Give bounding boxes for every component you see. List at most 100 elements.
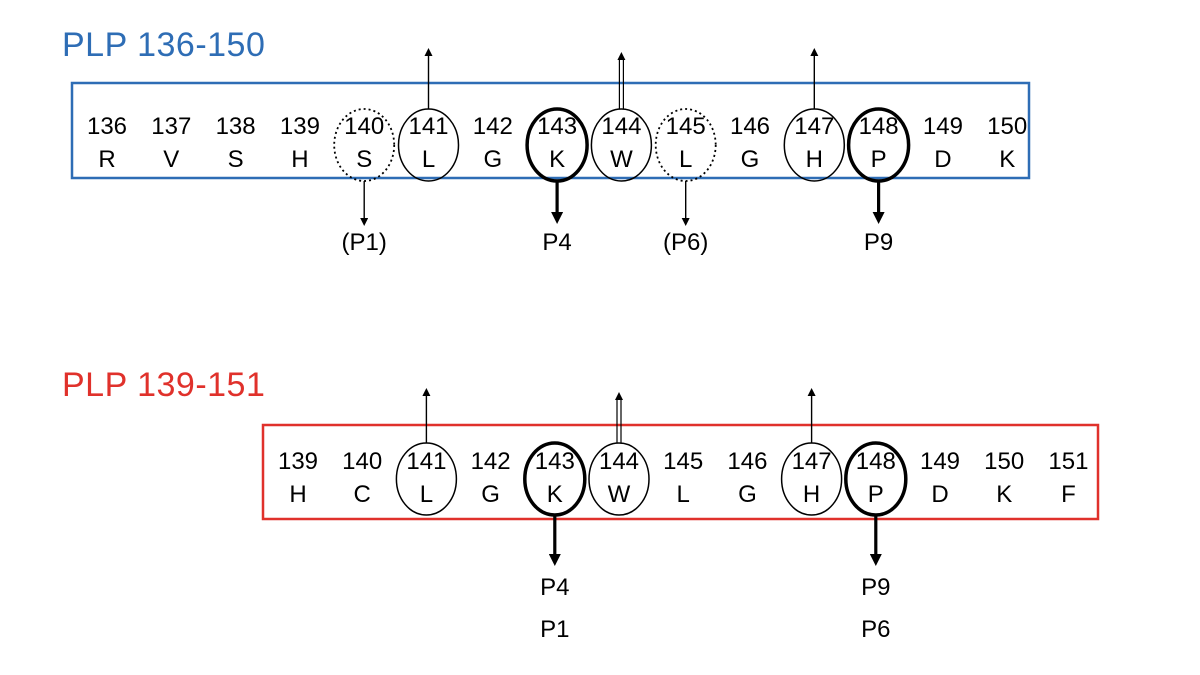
residue-number: 148 (856, 448, 896, 475)
residue-letter: H (803, 481, 820, 508)
residue-letter: R (98, 146, 115, 173)
residue-letter: P (871, 146, 887, 173)
residue-number: 147 (792, 448, 832, 475)
panel-title-plp-139-151: PLP 139-151 (62, 366, 266, 404)
residue-letter: S (228, 146, 244, 173)
pocket-label: P9 (864, 229, 893, 256)
residue-letter: P (868, 481, 884, 508)
residue-letter: H (291, 146, 308, 173)
residue-number: 151 (1048, 448, 1088, 475)
residue-number: 149 (923, 113, 963, 140)
residue-number: 139 (280, 113, 320, 140)
residue-letter: D (931, 481, 948, 508)
residue-number: 150 (987, 113, 1027, 140)
residue-number: 136 (87, 113, 127, 140)
residue-number: 146 (727, 448, 767, 475)
tcr-contact-ellipse (590, 108, 653, 182)
residue-number: 148 (859, 113, 899, 140)
residue-letter: H (806, 146, 823, 173)
residue-letter: W (608, 481, 631, 508)
pocket-label: (P6) (663, 229, 708, 256)
residue-number: 145 (663, 448, 703, 475)
residue-letter: K (547, 481, 563, 508)
residue-letter: L (679, 146, 692, 173)
residue-number: 144 (601, 113, 641, 140)
residue-number: 150 (984, 448, 1024, 475)
residue-number: 137 (151, 113, 191, 140)
residue-letter: K (549, 146, 565, 173)
residue-number: 139 (278, 448, 318, 475)
pocket-label: P4 (540, 574, 569, 601)
residue-letter: G (481, 481, 500, 508)
panel-frame-plp-136-150 (70, 81, 1031, 180)
panel-plp-136-150: 136R137V138S139H140S(P1)141L142G143KP414… (87, 48, 1027, 256)
residue-number: 141 (408, 113, 448, 140)
residue-letter: L (677, 481, 690, 508)
tcr-double-arrow-up (617, 52, 626, 109)
residue-letter: C (354, 481, 371, 508)
residue-number: 149 (920, 448, 960, 475)
residue-number: 142 (471, 448, 511, 475)
residue-letter: K (996, 481, 1012, 508)
residue-letter: K (999, 146, 1015, 173)
panel-frame-plp-139-151 (261, 423, 1100, 521)
residue-number: 138 (216, 113, 256, 140)
tcr-double-arrow-up (615, 392, 623, 443)
pocket-label: P6 (861, 616, 890, 643)
pocket-label: P9 (861, 574, 890, 601)
residue-letter: G (483, 146, 502, 173)
residue-number: 147 (794, 113, 834, 140)
residue-letter: D (934, 146, 951, 173)
panel-title-plp-136-150: PLP 136-150 (62, 26, 266, 64)
residue-letter: H (289, 481, 306, 508)
residue-number: 142 (473, 113, 513, 140)
pocket-label: (P1) (342, 229, 387, 256)
residue-letter: S (356, 146, 372, 173)
residue-number: 140 (342, 448, 382, 475)
residue-number: 143 (535, 448, 575, 475)
residue-number: 146 (730, 113, 770, 140)
residue-number: 143 (537, 113, 577, 140)
residue-number: 145 (666, 113, 706, 140)
residue-letter: V (163, 146, 179, 173)
residue-letter: G (741, 146, 760, 173)
residue-letter: G (738, 481, 757, 508)
residue-letter: W (610, 146, 633, 173)
residue-number: 144 (599, 448, 639, 475)
residue-letter: L (422, 146, 435, 173)
pocket-label: P1 (540, 616, 569, 643)
residue-letter: L (420, 481, 433, 508)
residue-number: 141 (406, 448, 446, 475)
tcr-contact-ellipse (588, 442, 650, 516)
residue-number: 140 (344, 113, 384, 140)
pocket-label: P4 (542, 229, 571, 256)
